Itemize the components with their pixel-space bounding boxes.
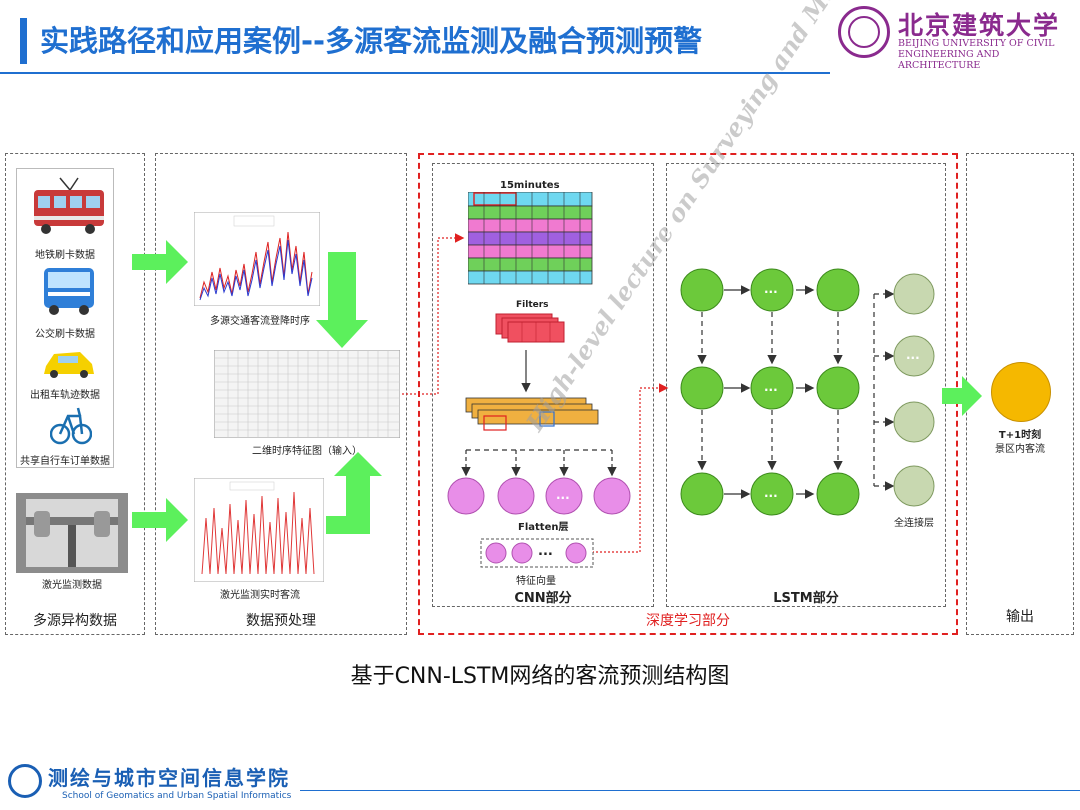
lstm-panel-label: LSTM部分 bbox=[773, 591, 839, 606]
chart1-caption: 多源交通客流登降时序 bbox=[210, 316, 310, 327]
flatten-dots: ... bbox=[556, 488, 570, 502]
university-en-line1: BEIJING UNIVERSITY OF CIVIL bbox=[898, 38, 1055, 49]
bicycle-icon bbox=[50, 407, 92, 445]
lstm-network bbox=[680, 268, 935, 516]
source-label-bike: 共享自行车订单数据 bbox=[20, 456, 110, 467]
laser-realtime-chart bbox=[194, 478, 324, 582]
lstm-dots-row2: ... bbox=[764, 380, 778, 394]
green-arrow-down-to-feature bbox=[316, 252, 368, 348]
cnn-panel bbox=[432, 163, 654, 607]
feature-vector bbox=[480, 538, 594, 568]
filters-label: Filters bbox=[516, 300, 549, 310]
preprocess-panel-label: 数据预处理 bbox=[246, 613, 316, 629]
cnn-panel-label: CNN部分 bbox=[514, 591, 572, 606]
time-window-label: 15minutes bbox=[500, 180, 560, 191]
tram-icon bbox=[34, 177, 104, 234]
sources-panel-label: 多源异构数据 bbox=[33, 613, 117, 629]
red-arrow-to-input-grid bbox=[398, 233, 465, 395]
green-arrow-to-output bbox=[942, 376, 982, 416]
source-label-metro: 地铁刷卡数据 bbox=[35, 250, 95, 261]
flatten-nodes bbox=[447, 449, 631, 515]
output-node bbox=[991, 362, 1051, 422]
feature-map-table bbox=[214, 350, 400, 438]
source-label-bus: 公交刷卡数据 bbox=[35, 329, 95, 340]
deep-learning-panel-label: 深度学习部分 bbox=[646, 613, 730, 629]
sources-panel bbox=[5, 153, 145, 635]
laser-sensor-image bbox=[16, 493, 128, 573]
ridership-time-series-chart bbox=[194, 212, 320, 306]
output-node-line2: 景区内客流 bbox=[995, 444, 1045, 455]
output-panel-label: 输出 bbox=[1006, 609, 1034, 625]
title-accent-bar bbox=[20, 18, 27, 64]
output-node-line1: T+1时刻 bbox=[998, 430, 1042, 441]
conv-layer-stack bbox=[465, 350, 599, 431]
bus-icon bbox=[44, 268, 94, 315]
chart2-caption: 二维时序特征图（输入） bbox=[252, 446, 362, 457]
university-logo-icon bbox=[838, 6, 890, 58]
input-grid bbox=[468, 192, 593, 285]
page-title: 实践路径和应用案例--多源客流监测及融合预测预警 bbox=[40, 24, 703, 58]
source-label-laser: 激光监测数据 bbox=[42, 580, 102, 591]
university-en-line2: ENGINEERING AND ARCHITECTURE bbox=[898, 49, 1000, 71]
flatten-label: Flatten层 bbox=[518, 522, 569, 533]
footer-divider bbox=[300, 790, 1080, 791]
title-divider bbox=[0, 72, 830, 74]
school-name-cn: 测绘与城市空间信息学院 bbox=[48, 766, 290, 790]
university-name-cn: 北京建筑大学 bbox=[898, 11, 1061, 40]
university-name-en: BEIJING UNIVERSITY OF CIVIL ENGINEERING … bbox=[898, 38, 1080, 71]
lstm-dots-row1: ... bbox=[764, 282, 778, 296]
figure-caption: 基于CNN-LSTM网络的客流预测结构图 bbox=[350, 664, 730, 689]
fc-dots: ... bbox=[906, 348, 920, 362]
green-arrow-sources-bottom bbox=[132, 498, 188, 542]
school-logo-icon bbox=[8, 764, 42, 798]
chart3-caption: 激光监测实时客流 bbox=[220, 590, 300, 601]
red-arrow-to-lstm bbox=[592, 383, 669, 553]
vector-dots: ... bbox=[538, 544, 553, 559]
fc-layer-label: 全连接层 bbox=[894, 518, 934, 529]
filters-stack bbox=[495, 313, 565, 343]
source-label-taxi: 出租车轨迹数据 bbox=[30, 390, 100, 401]
lstm-dots-row3: ... bbox=[764, 486, 778, 500]
green-arrow-sources-top bbox=[132, 240, 188, 284]
taxi-icon bbox=[44, 352, 94, 378]
feature-vector-label: 特征向量 bbox=[516, 576, 556, 587]
sources-image-frame bbox=[16, 168, 114, 468]
school-name-en: School of Geomatics and Urban Spatial In… bbox=[62, 791, 292, 801]
green-arrow-up-to-feature bbox=[326, 452, 382, 534]
